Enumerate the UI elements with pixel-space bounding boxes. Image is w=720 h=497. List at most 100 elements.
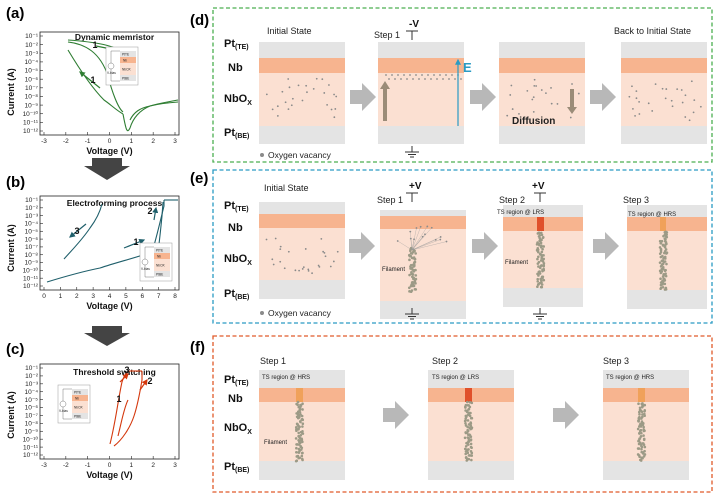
nbox-layer xyxy=(259,228,345,280)
e-legend-label: Oxygen vacancy xyxy=(268,308,332,318)
filament-grain xyxy=(640,456,644,460)
y-axis-label: Current (A) xyxy=(6,224,16,272)
oxygen-vacancy-dot xyxy=(394,78,396,80)
oxygen-vacancy-dot xyxy=(330,108,333,111)
y-tick-label: 10⁻¹ xyxy=(25,33,39,40)
pt-te-layer xyxy=(428,370,514,388)
filament-grain xyxy=(412,264,416,268)
filament-grain xyxy=(536,232,540,235)
svg-text:Nb: Nb xyxy=(228,393,243,405)
inset-nb-label: Nb xyxy=(157,255,161,259)
oxygen-vacancy-dot xyxy=(647,102,650,105)
sweep-arrow xyxy=(69,223,87,238)
x-tick-label: 2 xyxy=(151,138,155,145)
filament-grain xyxy=(662,257,665,260)
filament-grain xyxy=(538,234,542,237)
oxygen-vacancy-dot xyxy=(271,108,274,111)
filament-grain xyxy=(662,267,665,271)
nb-layer xyxy=(627,217,707,231)
filament-grain xyxy=(638,429,642,433)
x-tick-label: 7 xyxy=(157,293,161,300)
oxygen-vacancy-dot xyxy=(526,90,529,92)
oxygen-vacancy-dot xyxy=(684,94,687,97)
oxygen-vacancy-dot xyxy=(692,111,695,114)
filament-grain xyxy=(413,257,417,261)
filament-grain xyxy=(299,420,302,424)
oxygen-vacancy-dot xyxy=(318,265,321,268)
filament-grain xyxy=(642,443,646,447)
layer-labels-f: Pt(TE) Nb NbOX Pt(BE) xyxy=(224,374,252,474)
iv-curve xyxy=(113,379,143,447)
oxygen-vacancy-dot xyxy=(274,237,277,240)
filament-grain xyxy=(638,408,642,412)
iv-curve xyxy=(67,49,124,115)
filament-grain xyxy=(412,269,416,272)
panel-label-a: (a) xyxy=(6,5,24,22)
oxygen-vacancy-dot xyxy=(571,83,573,85)
diffusion-arrow-icon xyxy=(567,89,577,114)
oxygen-vacancy-dot xyxy=(302,266,305,269)
filament-grain xyxy=(541,269,544,273)
oxygen-vacancy-dot xyxy=(533,84,536,87)
d-legend-label: Oxygen vacancy xyxy=(268,150,332,160)
d-voltage-label: -V xyxy=(409,19,419,30)
y-tick-label: 10⁻⁸ xyxy=(25,252,39,259)
filament-grain xyxy=(537,260,541,264)
e-step3-stack xyxy=(627,205,707,309)
oxygen-vacancy-dot xyxy=(654,83,657,86)
filament-grain xyxy=(470,427,473,430)
filament-grain xyxy=(295,459,299,463)
f-step2-label: Step 2 xyxy=(432,356,458,366)
inset-te-label: PtTE xyxy=(74,391,81,395)
y-tick-label: 10⁻¹ xyxy=(25,365,39,372)
d-diffusion-label: Diffusion xyxy=(512,116,555,127)
e-voltage2-label: +V xyxy=(532,181,545,192)
oxygen-vacancy-dot xyxy=(448,78,450,80)
x-tick-label: 8 xyxy=(173,293,177,300)
filament-grain xyxy=(663,282,667,286)
inset-nb xyxy=(120,57,136,63)
y-tick-label: 10⁻⁵ xyxy=(25,397,39,404)
filament-grain xyxy=(539,253,542,256)
oxygen-vacancy-dot xyxy=(635,97,638,100)
nbox-layer xyxy=(259,73,345,126)
filament-grain xyxy=(463,447,467,451)
chart-title: Threshold switching xyxy=(73,367,156,377)
x-tick-label: 0 xyxy=(108,462,112,469)
filament-grain xyxy=(637,410,641,414)
oxygen-vacancy-dot xyxy=(693,99,696,102)
oxygen-vacancy-dot xyxy=(436,78,438,80)
d-top-terminal xyxy=(406,30,418,40)
vacancy-legend-dot xyxy=(260,153,264,157)
svg-text:Pt(TE): Pt(TE) xyxy=(224,374,249,387)
filament-grain xyxy=(464,414,468,418)
filament-grain xyxy=(636,447,640,450)
filament-grain xyxy=(659,247,663,251)
oxygen-vacancy-dot xyxy=(681,101,684,104)
x-tick-label: -2 xyxy=(63,138,69,145)
d-back-label: Back to Initial State xyxy=(614,26,691,36)
filament-grain xyxy=(637,419,640,423)
inset-nbox xyxy=(120,63,136,75)
filament-grain xyxy=(408,290,411,293)
x-tick-label: 4 xyxy=(108,293,112,300)
filament-grain xyxy=(641,423,645,427)
inset-nbox-label: NbOX xyxy=(122,68,132,72)
y-tick-label: 10⁻¹¹ xyxy=(23,444,39,451)
filament-grain xyxy=(643,410,646,413)
oxygen-vacancy-dot xyxy=(688,119,691,122)
oxygen-vacancy-dot xyxy=(326,103,329,106)
oxygen-vacancy-dot xyxy=(454,78,456,80)
inset-nb-label: Nb xyxy=(123,59,127,63)
down-arrow-icon xyxy=(84,158,130,180)
filament-grain xyxy=(469,445,473,449)
d-initial-state-label: Initial State xyxy=(267,26,312,36)
ts-region-lrs xyxy=(537,217,544,231)
oxygen-vacancy-dot xyxy=(661,87,664,90)
oxygen-vacancy-dot xyxy=(506,114,509,117)
filament-grain xyxy=(639,425,643,428)
oxygen-vacancy-dot xyxy=(283,267,286,270)
filament-grain xyxy=(468,414,472,418)
x-tick-label: -2 xyxy=(63,462,69,469)
